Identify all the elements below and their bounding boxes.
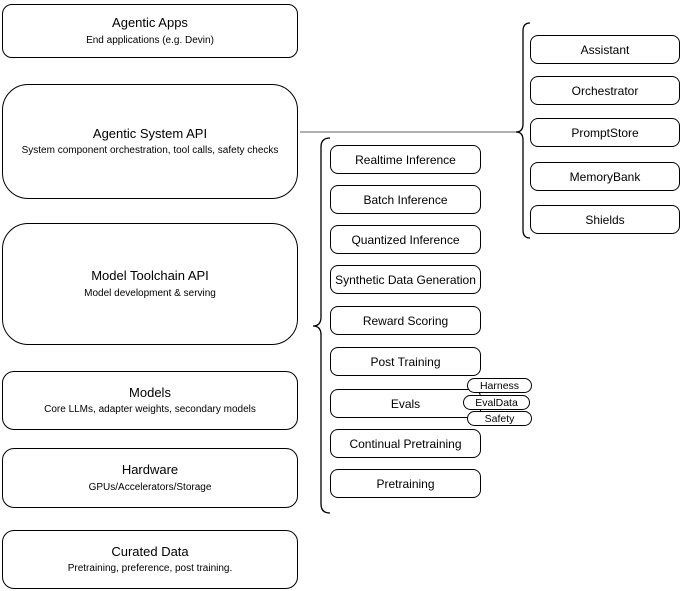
- node-quantized-inference: Quantized Inference: [330, 225, 481, 254]
- node-title: Agentic System API: [92, 125, 208, 141]
- node-title: Model Toolchain API: [91, 268, 209, 284]
- node-pretraining: Pretraining: [330, 469, 481, 498]
- node-label: Synthetic Data Generation: [335, 272, 476, 287]
- badge-safety: Safety: [467, 411, 532, 426]
- node-model-toolchain-api: Model Toolchain API Model development & …: [2, 223, 298, 345]
- node-agentic-apps: Agentic Apps End applications (e.g. Devi…: [2, 4, 298, 58]
- node-evals: Evals: [330, 389, 481, 418]
- node-subtitle: Model development & serving: [84, 287, 216, 299]
- node-subtitle: End applications (e.g. Devin): [86, 34, 214, 46]
- node-continual-pretraining: Continual Pretraining: [330, 429, 481, 458]
- node-reward-scoring: Reward Scoring: [330, 306, 481, 335]
- node-orchestrator: Orchestrator: [530, 76, 680, 105]
- node-subtitle: GPUs/Accelerators/Storage: [88, 481, 212, 493]
- node-hardware: Hardware GPUs/Accelerators/Storage: [2, 448, 298, 508]
- node-label: Assistant: [580, 42, 630, 57]
- node-label: Batch Inference: [363, 192, 448, 207]
- node-realtime-inference: Realtime Inference: [330, 145, 481, 174]
- node-models: Models Core LLMs, adapter weights, secon…: [2, 371, 298, 430]
- toolchain-group-brace: [312, 137, 331, 514]
- node-subtitle: Pretraining, preference, post training.: [67, 563, 233, 575]
- node-label: Evals: [390, 396, 421, 411]
- node-curated-data: Curated Data Pretraining, preference, po…: [2, 530, 298, 589]
- badge-label: Safety: [484, 412, 515, 425]
- node-subtitle: Core LLMs, adapter weights, secondary mo…: [44, 404, 256, 416]
- node-label: Post Training: [370, 354, 441, 369]
- node-label: Orchestrator: [571, 83, 639, 98]
- badge-label: Harness: [479, 379, 520, 392]
- node-post-training: Post Training: [330, 347, 481, 376]
- node-title: Models: [129, 384, 171, 400]
- node-memorybank: MemoryBank: [530, 162, 680, 191]
- node-label: Pretraining: [376, 476, 435, 491]
- node-title: Hardware: [121, 462, 179, 478]
- node-label: MemoryBank: [569, 169, 641, 184]
- system-group-brace: [515, 22, 531, 239]
- node-subtitle: System component orchestration, tool cal…: [21, 145, 279, 157]
- node-label: Shields: [585, 212, 625, 227]
- node-label: PromptStore: [571, 125, 639, 140]
- node-agentic-system-api: Agentic System API System component orch…: [2, 84, 298, 199]
- node-label: Continual Pretraining: [349, 436, 462, 451]
- node-title: Curated Data: [111, 543, 189, 559]
- node-shields: Shields: [530, 205, 680, 234]
- node-promptstore: PromptStore: [530, 118, 680, 147]
- badge-harness: Harness: [467, 378, 532, 393]
- node-label: Reward Scoring: [362, 313, 449, 328]
- node-label: Realtime Inference: [355, 152, 456, 167]
- badge-label: EvalData: [475, 396, 518, 409]
- node-synthetic-data-generation: Synthetic Data Generation: [330, 265, 481, 294]
- node-batch-inference: Batch Inference: [330, 185, 481, 214]
- node-label: Quantized Inference: [351, 232, 460, 247]
- node-title: Agentic Apps: [112, 15, 188, 31]
- node-assistant: Assistant: [530, 35, 680, 64]
- badge-evaldata: EvalData: [463, 395, 530, 410]
